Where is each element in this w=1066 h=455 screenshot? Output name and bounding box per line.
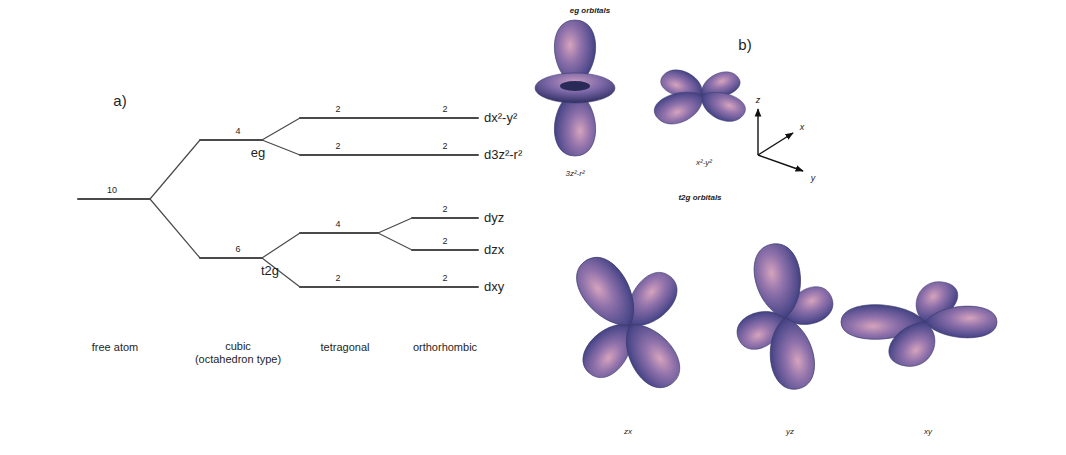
degeneracy-number: 2: [442, 236, 447, 246]
degeneracy-number: 2: [442, 104, 447, 114]
orbital-level-label: dzx: [484, 243, 504, 258]
panel-letter: b): [738, 36, 751, 53]
axes-symbol: [758, 109, 803, 171]
degeneracy-number: 2: [442, 273, 447, 283]
axis-letter: x: [800, 122, 805, 132]
degeneracy-number: 4: [235, 126, 240, 136]
group-heading: eg orbitals: [570, 6, 610, 15]
orbital-name: yz: [786, 427, 794, 436]
degeneracy-number: 4: [335, 219, 340, 229]
panel-letter: a): [113, 92, 126, 109]
axis-letter: y: [811, 173, 816, 183]
degeneracy-number: 2: [442, 204, 447, 214]
degeneracy-number: 2: [335, 104, 340, 114]
degeneracy-number: 2: [442, 141, 447, 151]
energy-levels: [78, 118, 478, 287]
orbital-level-label: dx²-y²: [484, 111, 517, 126]
orbital-level-label: dyz: [484, 211, 504, 226]
degeneracy-number: 2: [335, 141, 340, 151]
orbital-name: x²-y²: [696, 158, 712, 167]
degeneracy-number: 6: [235, 244, 240, 254]
axis-caption: orthorhombic: [413, 341, 477, 354]
orbital-3z2-r2: [535, 20, 615, 156]
degeneracy-number: 2: [335, 273, 340, 283]
axis-caption: free atom: [92, 341, 138, 354]
axis-letter: z: [756, 95, 761, 105]
axis-caption: tetragonal: [321, 341, 370, 354]
orbital-name: xy: [924, 427, 932, 436]
orbital-xy: [841, 278, 997, 371]
degeneracy-number: 10: [107, 185, 117, 195]
axis-caption: cubic (octahedron type): [191, 340, 286, 365]
orbital-level-label: d3z²-r²: [484, 148, 522, 163]
orbital-name: 3z²-r²: [565, 169, 584, 178]
orbital-yz: [731, 240, 838, 392]
orbital-x2-y2: [647, 65, 752, 130]
group-heading: t2g orbitals: [678, 193, 721, 202]
orbital-level-label: dxy: [484, 280, 504, 295]
orbital-name: zx: [624, 427, 632, 436]
level-name: t2g: [261, 264, 279, 279]
level-name: eg: [251, 146, 265, 161]
orbital-zx: [567, 248, 689, 396]
